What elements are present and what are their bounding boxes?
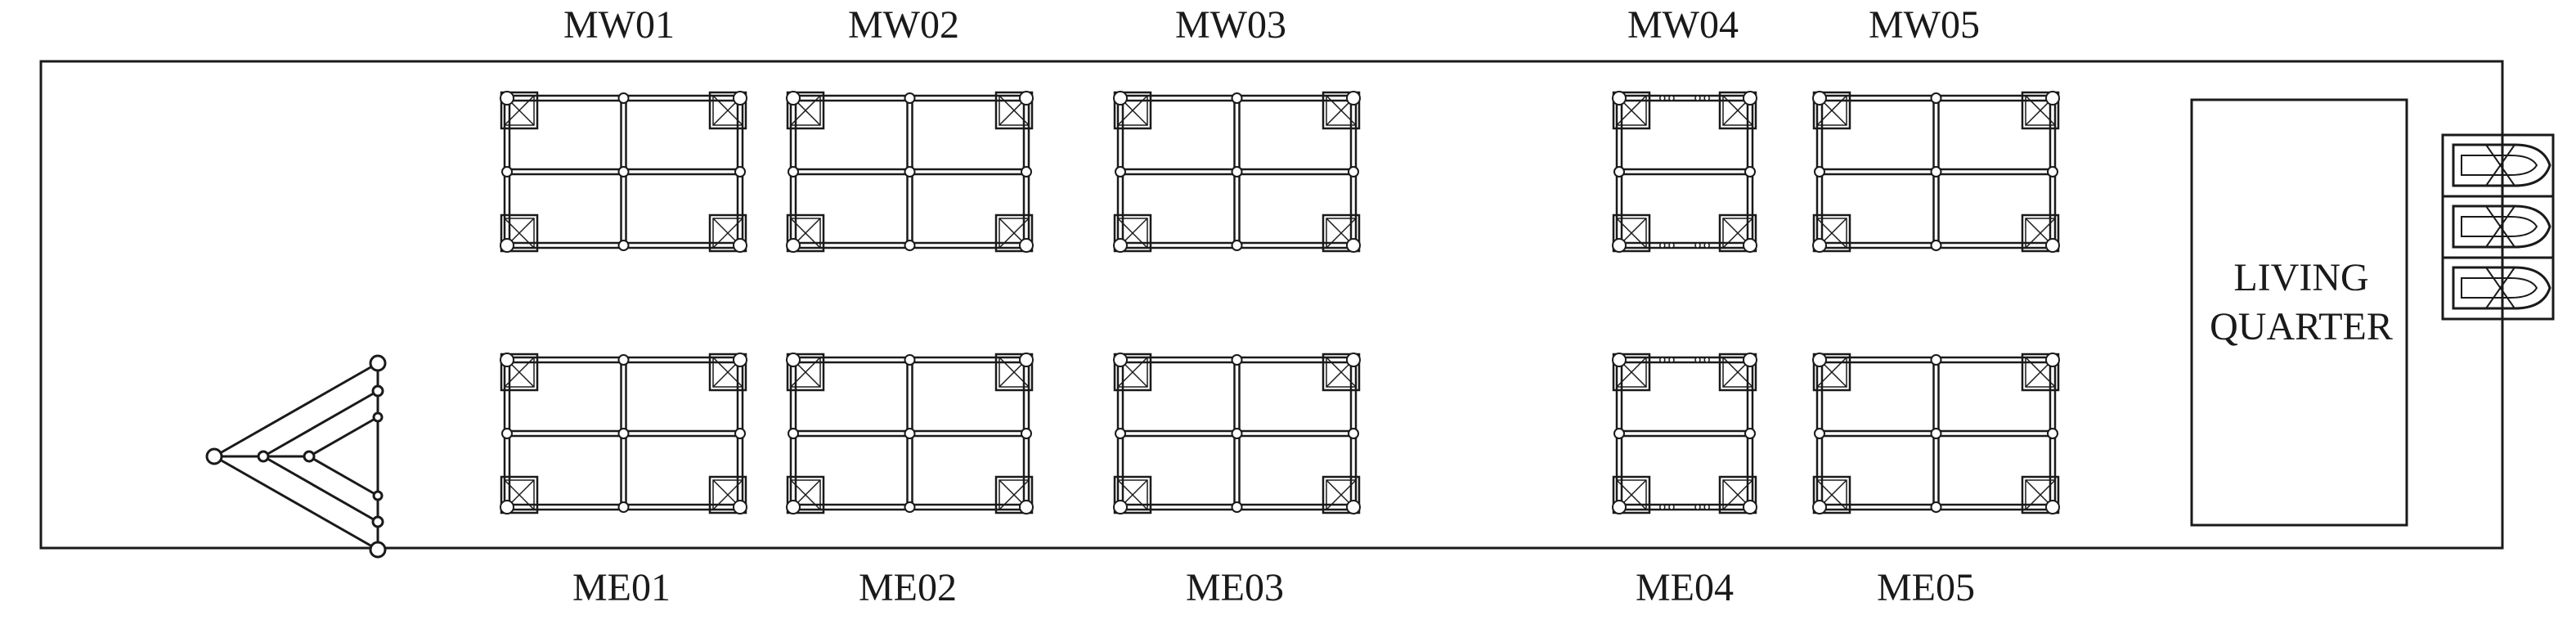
lifeboat-1 bbox=[2452, 143, 2551, 187]
module-label-mw03: MW03 bbox=[1175, 3, 1286, 47]
module-mw05 bbox=[1812, 91, 2060, 253]
module-label-me01: ME01 bbox=[572, 566, 671, 609]
living-quarter-label-line1: LIVING bbox=[2233, 256, 2368, 299]
module-mw02 bbox=[786, 91, 1034, 253]
module-me02 bbox=[786, 353, 1034, 514]
module-mw03 bbox=[1113, 91, 1361, 253]
module-label-mw02: MW02 bbox=[848, 3, 959, 47]
module-label-me02: ME02 bbox=[859, 566, 957, 609]
module-me01 bbox=[500, 353, 747, 514]
module-me05 bbox=[1812, 353, 2060, 514]
module-label-me04: ME04 bbox=[1636, 566, 1734, 609]
lifeboat-icon bbox=[2441, 133, 2555, 321]
module-label-mw05: MW05 bbox=[1869, 3, 1980, 47]
module-label-me03: ME03 bbox=[1186, 566, 1284, 609]
module-label-mw01: MW01 bbox=[563, 3, 675, 47]
module-me03 bbox=[1113, 353, 1361, 514]
module-mw01 bbox=[500, 91, 747, 253]
living-quarter-block bbox=[2190, 98, 2408, 527]
module-me04 bbox=[1612, 353, 1757, 514]
lifeboat-2 bbox=[2452, 204, 2551, 249]
hull-outline bbox=[39, 60, 2504, 550]
module-mw04 bbox=[1612, 91, 1757, 253]
module-group bbox=[500, 91, 2060, 514]
module-label-mw04: MW04 bbox=[1627, 3, 1739, 47]
lifeboat-3 bbox=[2452, 266, 2551, 310]
bow-truss-icon bbox=[205, 354, 387, 559]
module-label-me05: ME05 bbox=[1877, 566, 1975, 609]
living-quarter-label-line2: QUARTER bbox=[2210, 305, 2393, 348]
